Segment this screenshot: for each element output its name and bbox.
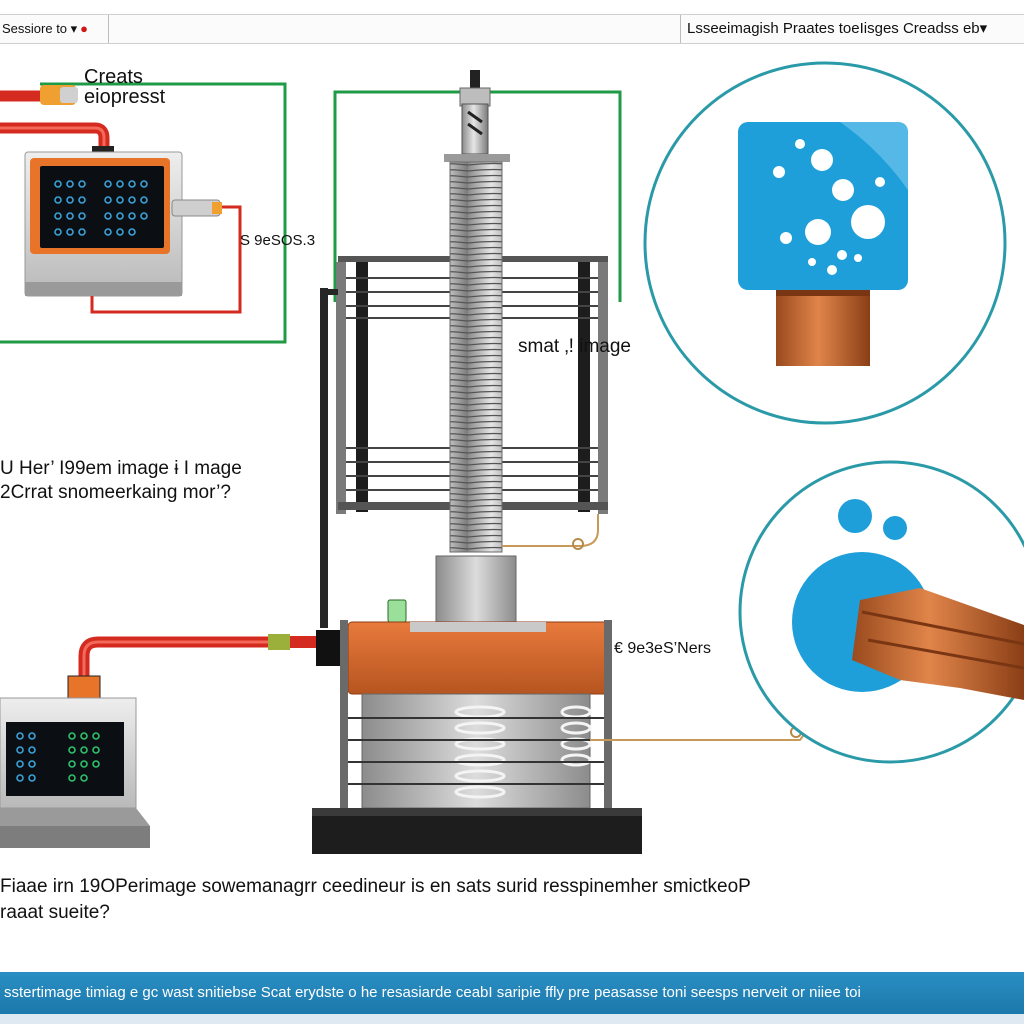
label-create-question: 2Crrat snomeerkaing mor’? bbox=[0, 482, 231, 503]
heater-base bbox=[312, 599, 642, 854]
green-wire-left bbox=[0, 82, 287, 344]
footer-banner-text: sstertimage timiag e gc wast snitiebse S… bbox=[4, 984, 861, 1001]
footer-strip bbox=[0, 1014, 1024, 1024]
label-express: eiopresst bbox=[84, 86, 166, 108]
record-dot-icon: ● bbox=[80, 21, 89, 36]
footer-banner: sstertimage timiag e gc wast snitiebse S… bbox=[0, 972, 1024, 1014]
pipe-valve-lower bbox=[268, 630, 344, 666]
detail-circle-bubbles bbox=[643, 61, 1007, 425]
tab-praates[interactable]: Lsseeimagish Praates toeIisges Creadss e… bbox=[680, 15, 1024, 43]
pipe-fitting-top bbox=[40, 85, 78, 105]
detail-circle-copper bbox=[738, 460, 1024, 764]
central-column bbox=[435, 70, 517, 623]
red-signal-wire bbox=[90, 205, 242, 314]
red-pipe-lower bbox=[78, 636, 284, 682]
label-create: Creats bbox=[84, 66, 143, 88]
sensor-wire-column bbox=[502, 514, 599, 550]
tab-praates-label: Lsseeimagish Praates toeIisges Creadss e… bbox=[687, 20, 988, 37]
controller-unit-top bbox=[24, 146, 183, 297]
caption-line-2: raaat sueite? bbox=[0, 902, 110, 923]
label-smat-image: smat ‚! image bbox=[518, 336, 631, 357]
tab-session-label: Sessiore to ▾ bbox=[2, 21, 78, 36]
tab-session[interactable]: Sessiore to ▾● bbox=[0, 15, 109, 43]
controller-unit-lower bbox=[0, 675, 150, 848]
red-pipe-top bbox=[0, 90, 110, 156]
top-toolbar: Sessiore to ▾● Lsseeimagish Praates toeI… bbox=[0, 14, 1024, 44]
label-here-image: U Her’ I99em image ɨ I mage bbox=[0, 458, 242, 479]
label-sensor-mid: € 9e3eS’Ners bbox=[614, 640, 711, 657]
sensor-wire-lower bbox=[590, 717, 817, 741]
caption-line-1: Fiaae irn 19OPerimage sowemanagrr ceedin… bbox=[0, 876, 751, 897]
sensor-probe-top bbox=[171, 199, 222, 217]
label-sensor-top: S 9eSOS.3 bbox=[240, 232, 316, 249]
